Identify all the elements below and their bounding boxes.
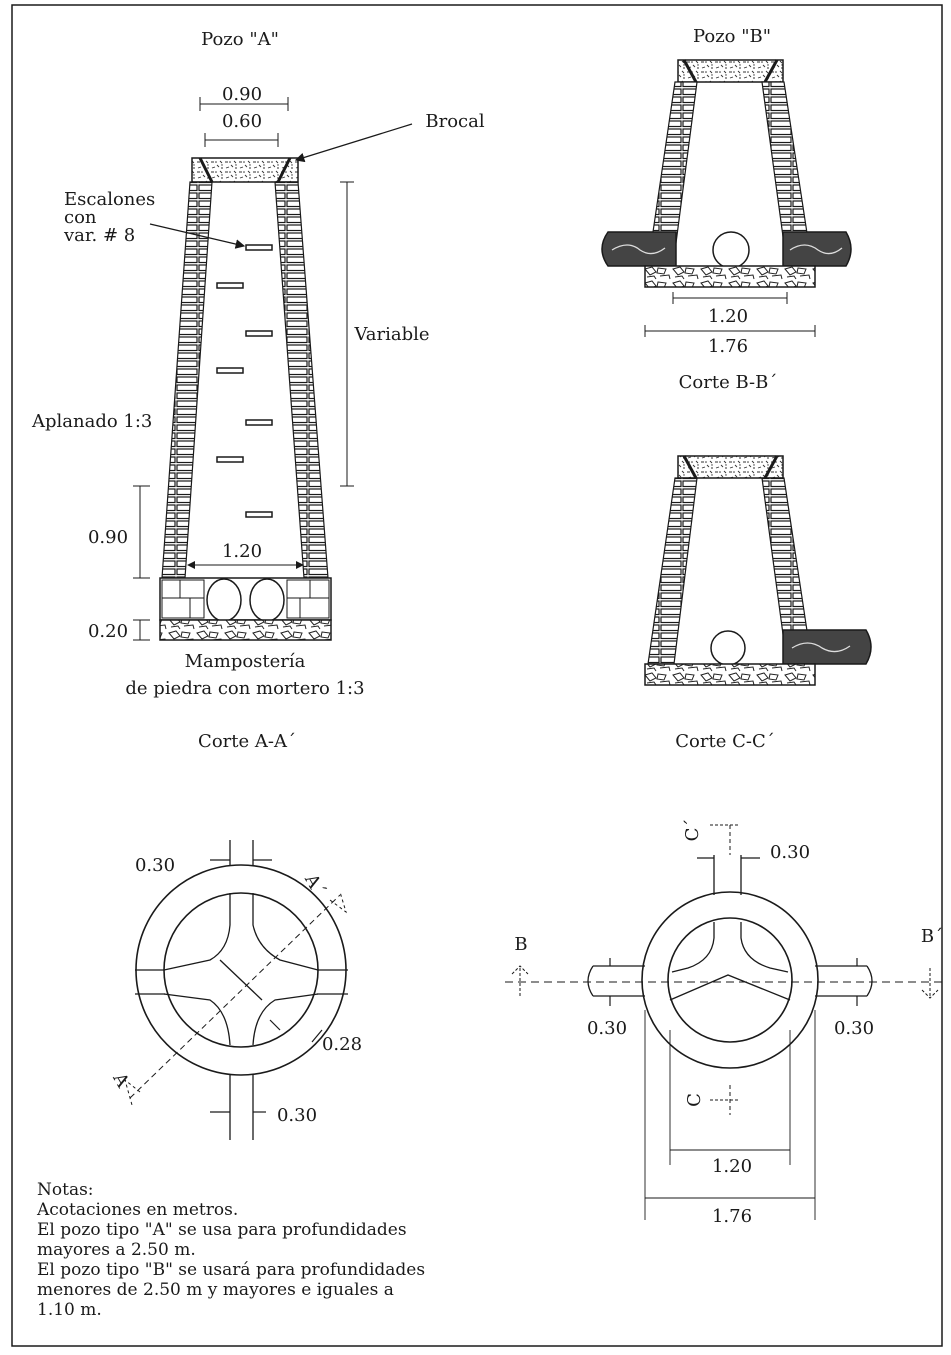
drawing-frame xyxy=(11,4,943,1347)
section-mark-c: C xyxy=(684,1093,705,1107)
escalones-steps xyxy=(216,244,273,518)
pozo-a-title: Pozo "A" xyxy=(201,29,279,50)
aplanado-label: Aplanado 1:3 xyxy=(31,411,152,432)
notes-line: 1.10 m. xyxy=(37,1300,102,1320)
section-mark-c-prime: C´ xyxy=(682,819,703,842)
dim-plan-a-wall: 0.28 xyxy=(322,1034,362,1055)
pozo-a-base xyxy=(159,577,332,621)
dim-plan-b-pipe-left: 0.30 xyxy=(587,1018,627,1039)
dim-plan-a-pipe-bottom: 0.30 xyxy=(277,1105,317,1126)
mamposteria-label-1: Mampostería xyxy=(185,651,306,672)
escalones-label-1: Escalones xyxy=(64,189,155,210)
pozo-a-right-wall xyxy=(274,181,329,579)
dim-b-outer: 1.76 xyxy=(708,336,748,357)
dim-plan-b-inner: 1.20 xyxy=(712,1156,752,1177)
dim-plan-a-pipe-top: 0.30 xyxy=(135,855,175,876)
plan-a xyxy=(124,840,348,1140)
dim-plan-b-pipe-right: 0.30 xyxy=(834,1018,874,1039)
pipe-circle-right xyxy=(249,578,285,622)
brocal-label: Brocal xyxy=(425,111,484,132)
section-mark-a: A xyxy=(108,1069,134,1092)
escalones-label-3: var. # 8 xyxy=(63,225,135,246)
pozo-a-section: Pozo "A" 0.90 0.60 xyxy=(31,29,485,752)
pipe-circle-left xyxy=(206,578,242,622)
corte-cc-section: Corte C-C´ xyxy=(644,455,872,752)
notes-line: mayores a 2.50 m. xyxy=(37,1240,196,1260)
notes-line: El pozo tipo "B" se usará para profundid… xyxy=(37,1260,426,1280)
notes-title: Notas: xyxy=(37,1180,94,1200)
pozo-a-left-wall xyxy=(161,181,213,579)
variable-label: Variable xyxy=(353,324,429,345)
pozo-b-section: Pozo "B" 1.20 1.76 Corte B-B´ xyxy=(601,26,852,393)
corte-aa-label: Corte A-A´ xyxy=(198,731,296,752)
brocal-slab xyxy=(191,157,299,183)
dim-plan-b-outer: 1.76 xyxy=(712,1206,752,1227)
plan-b xyxy=(505,824,945,1220)
dim-b-inner: 1.20 xyxy=(708,306,748,327)
dim-a-top-inner: 0.60 xyxy=(222,111,262,132)
dim-a-height: 0.90 xyxy=(88,527,128,548)
dim-a-base-thk: 0.20 xyxy=(88,621,128,642)
pozo-a-stone-base xyxy=(159,619,332,641)
mamposteria-label-2: de piedra con mortero 1:3 xyxy=(125,678,364,699)
pipe-right-c xyxy=(782,629,872,665)
dim-plan-b-pipe-top: 0.30 xyxy=(770,842,810,863)
section-mark-b: B xyxy=(514,934,527,955)
notes-line: El pozo tipo "A" se usa para profundidad… xyxy=(37,1220,407,1240)
dim-a-top-outer: 0.90 xyxy=(222,84,262,105)
dim-a-base-width: 1.20 xyxy=(222,541,262,562)
section-mark-b-prime: B´ xyxy=(921,926,943,947)
escalones-label-2: con xyxy=(64,207,97,228)
notes-line: menores de 2.50 m y mayores e iguales a xyxy=(37,1280,394,1300)
corte-bb-label: Corte B-B´ xyxy=(679,372,778,393)
pozo-b-title: Pozo "B" xyxy=(693,26,771,47)
notes-line: Acotaciones en metros. xyxy=(37,1200,239,1220)
section-mark-a-prime: A´ xyxy=(300,870,330,900)
corte-cc-label: Corte C-C´ xyxy=(675,731,774,752)
notes-block: Notas: Acotaciones en metros. El pozo ti… xyxy=(37,1180,467,1320)
